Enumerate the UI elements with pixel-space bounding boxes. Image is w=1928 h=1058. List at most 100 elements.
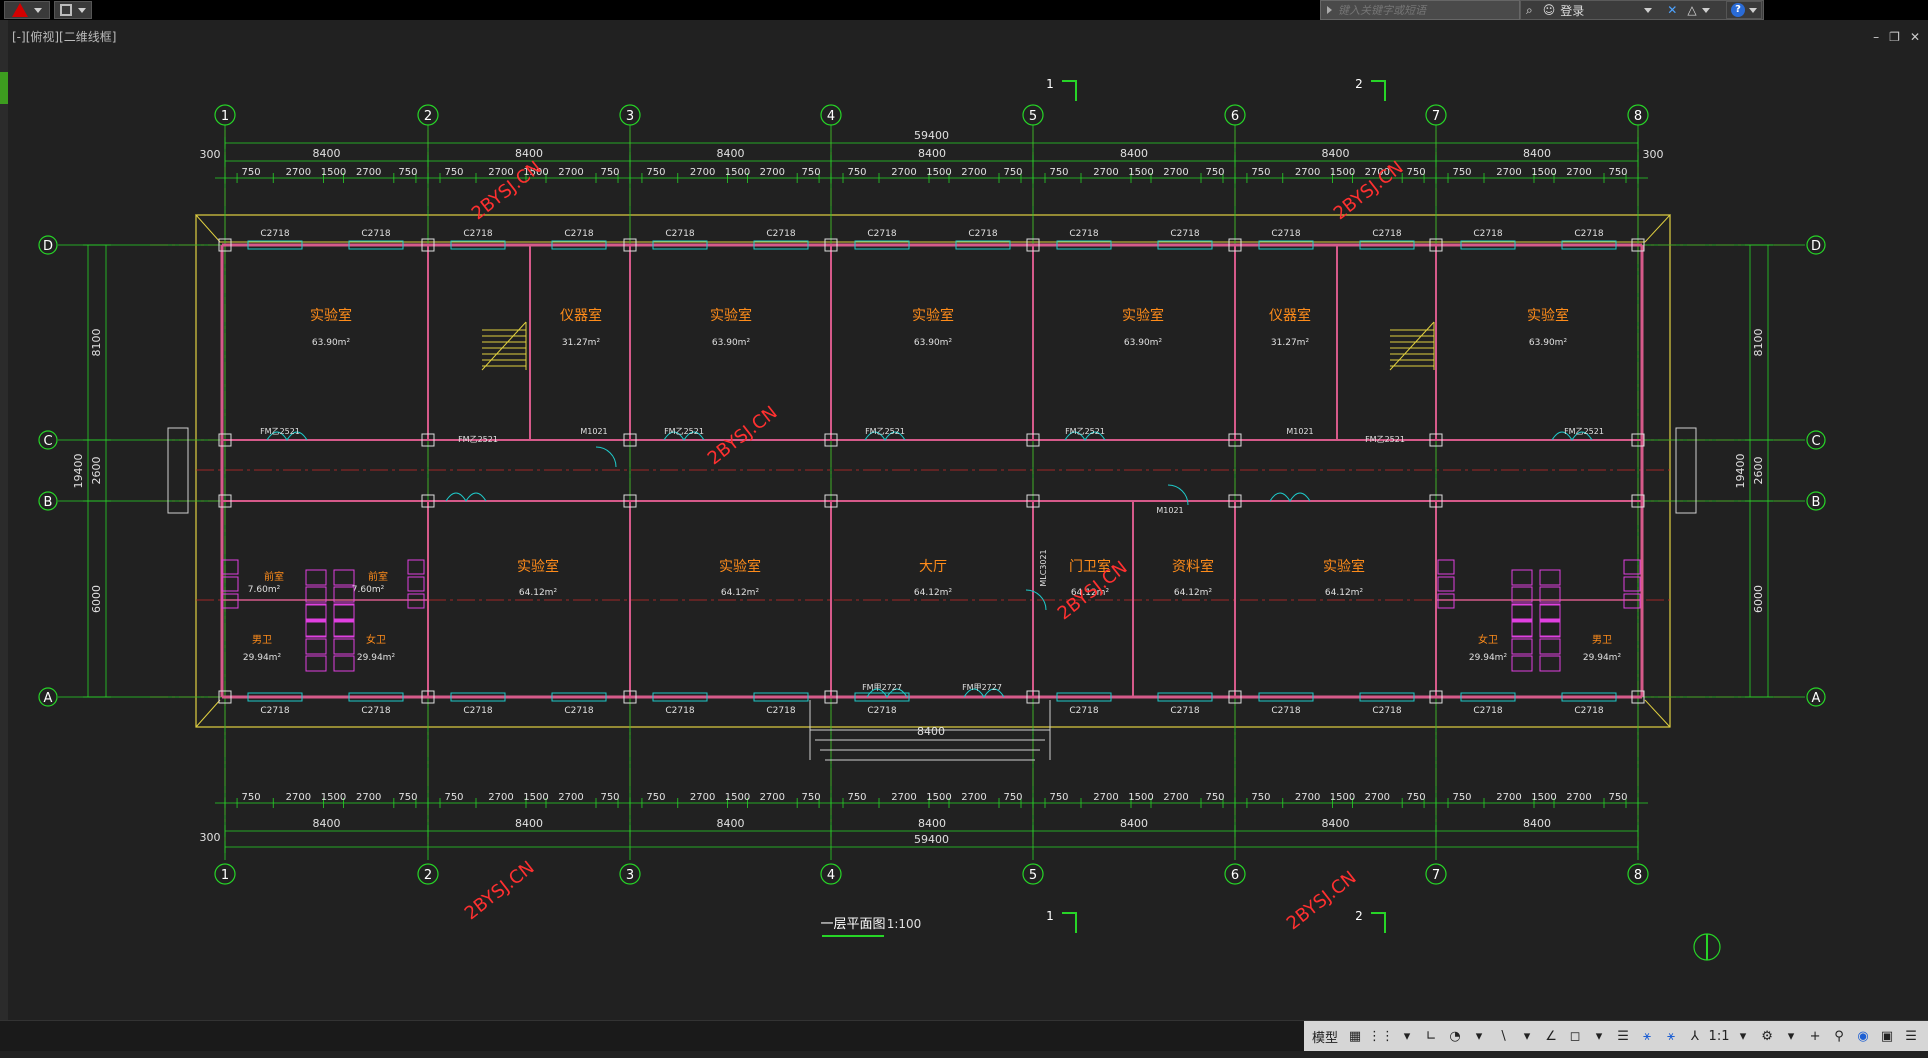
washbasin [1437, 576, 1455, 592]
grid-number: 6 [1231, 868, 1239, 883]
dim-text: 750 [646, 792, 665, 803]
room-area: 63.90m² [712, 338, 751, 348]
object-snap-icon[interactable]: ◻ [1569, 1028, 1581, 1044]
user-icon[interactable]: ☺ [1542, 3, 1556, 17]
clean-screen-icon[interactable]: ▣ [1880, 1028, 1894, 1044]
expand-arrow-icon[interactable] [1327, 6, 1332, 14]
window-label: C2718 [361, 706, 390, 716]
toilet-stall [305, 586, 327, 603]
chevron-down-icon [78, 7, 86, 13]
section-mark-number: 2 [1355, 909, 1363, 923]
app-menu-button[interactable] [4, 1, 50, 19]
washbasin [221, 593, 239, 609]
dim-text: 750 [802, 167, 821, 178]
model-space-button[interactable]: 模型 [1312, 1030, 1339, 1046]
chevron-down-icon[interactable]: ▾ [1595, 1028, 1603, 1044]
exchange-icon[interactable]: ✕ [1667, 3, 1678, 17]
dim-text: 2700 [891, 792, 916, 803]
auto-scale-icon[interactable]: ⚹ [1667, 1028, 1675, 1044]
column [623, 433, 637, 447]
hardware-acceleration-icon[interactable]: ◉ [1857, 1028, 1869, 1044]
plus-icon[interactable]: + [1809, 1028, 1821, 1044]
isometric-icon[interactable]: ∖ [1498, 1028, 1508, 1044]
roof-outline-top [194, 214, 1672, 243]
workspace-gear-icon[interactable]: ⚙ [1761, 1028, 1773, 1044]
annotation-scale-value[interactable]: 1:1 [1708, 1028, 1730, 1044]
toilet-stall [1511, 620, 1533, 637]
chevron-down-icon[interactable]: ▾ [1403, 1028, 1411, 1044]
dim-text: 2700 [1295, 167, 1320, 178]
grid-number: 1 [221, 109, 229, 124]
grid-bubble [38, 491, 58, 511]
grid-number: 5 [1029, 868, 1037, 883]
dim-text: 2700 [1163, 792, 1188, 803]
a360-icon[interactable]: △ [1687, 3, 1697, 17]
binoculars-icon[interactable]: ⌕ [1526, 2, 1533, 17]
chevron-down-icon[interactable]: ▾ [1787, 1028, 1795, 1044]
window-label: C2718 [1473, 706, 1502, 716]
room-name: 实验室 [710, 307, 752, 324]
dim-text: 750 [1205, 792, 1224, 803]
viewport-controls-label[interactable]: [-][俯视][二维线框] [12, 30, 117, 44]
dim-text: 1500 [321, 167, 346, 178]
room-area: 31.27m² [562, 338, 601, 348]
room-name: 大厅 [919, 559, 947, 575]
chevron-down-icon[interactable] [1644, 7, 1653, 13]
grid-bubble [820, 863, 842, 885]
watermark-text: 2BYSJ.CN [704, 402, 782, 469]
osnap-tracking-icon[interactable]: ∠ [1545, 1028, 1557, 1044]
polar-icon[interactable]: ◔ [1449, 1028, 1461, 1044]
chevron-down-icon[interactable]: ▾ [1739, 1028, 1747, 1044]
isolate-objects-icon[interactable]: ⚲ [1834, 1028, 1844, 1044]
column [824, 238, 838, 252]
toilet-stall [305, 604, 327, 621]
grid-icon[interactable]: ▦ [1348, 1028, 1362, 1044]
dim-text: 1500 [926, 167, 951, 178]
dim-text: 1500 [725, 167, 750, 178]
washbasin [221, 559, 239, 575]
window [955, 240, 1011, 250]
dim-text: 2700 [1093, 167, 1118, 178]
chevron-down-icon[interactable]: ▾ [1475, 1028, 1483, 1044]
dim-text: 8400 [313, 147, 341, 160]
dim-text: 1500 [725, 792, 750, 803]
search-input[interactable] [1338, 3, 1508, 17]
annotation-scale-icon[interactable]: ⅄ [1691, 1028, 1699, 1044]
close-icon[interactable]: ✕ [1909, 30, 1920, 44]
column [1228, 494, 1242, 508]
dim-text: 750 [1452, 792, 1471, 803]
dim-text: 2700 [1365, 792, 1390, 803]
restore-icon[interactable]: ❐ [1889, 30, 1900, 44]
ortho-icon[interactable]: ∟ [1425, 1028, 1437, 1044]
grid-bubble [38, 235, 58, 255]
grid-bubble [1806, 430, 1826, 450]
room-area: 64.12m² [519, 588, 558, 598]
door-label: M1021 [580, 427, 607, 436]
grid-number: 7 [1432, 868, 1440, 883]
washbasin [1623, 576, 1641, 592]
window-label: C2718 [463, 706, 492, 716]
toilet-stall [1511, 638, 1533, 655]
snap-icon[interactable]: ⋮⋮ [1368, 1028, 1395, 1044]
tool-palette-tab[interactable] [0, 72, 8, 104]
dim-text: 8400 [1120, 147, 1148, 160]
chevron-down-icon[interactable] [1701, 7, 1710, 13]
chevron-down-icon[interactable]: ▾ [1523, 1028, 1531, 1044]
toilet-area: 29.94m² [1469, 653, 1508, 663]
lineweight-icon[interactable]: ☰ [1617, 1028, 1629, 1044]
window [854, 692, 910, 702]
customization-icon[interactable]: ☰ [1905, 1028, 1917, 1044]
help-button[interactable]: ? [1726, 1, 1762, 19]
quick-access-toolbar[interactable] [54, 1, 92, 19]
login-button[interactable]: 登录 [1560, 3, 1585, 18]
annotation-visibility-icon[interactable]: ⚹ [1643, 1028, 1651, 1044]
toilet-name: 男卫 [1592, 634, 1612, 646]
grid-bubble [1224, 863, 1246, 885]
column [218, 690, 232, 704]
window-label: C2718 [260, 706, 289, 716]
room-area: 63.90m² [312, 338, 351, 348]
window-label: C2718 [1170, 706, 1199, 716]
minimize-icon[interactable]: – [1873, 30, 1880, 44]
